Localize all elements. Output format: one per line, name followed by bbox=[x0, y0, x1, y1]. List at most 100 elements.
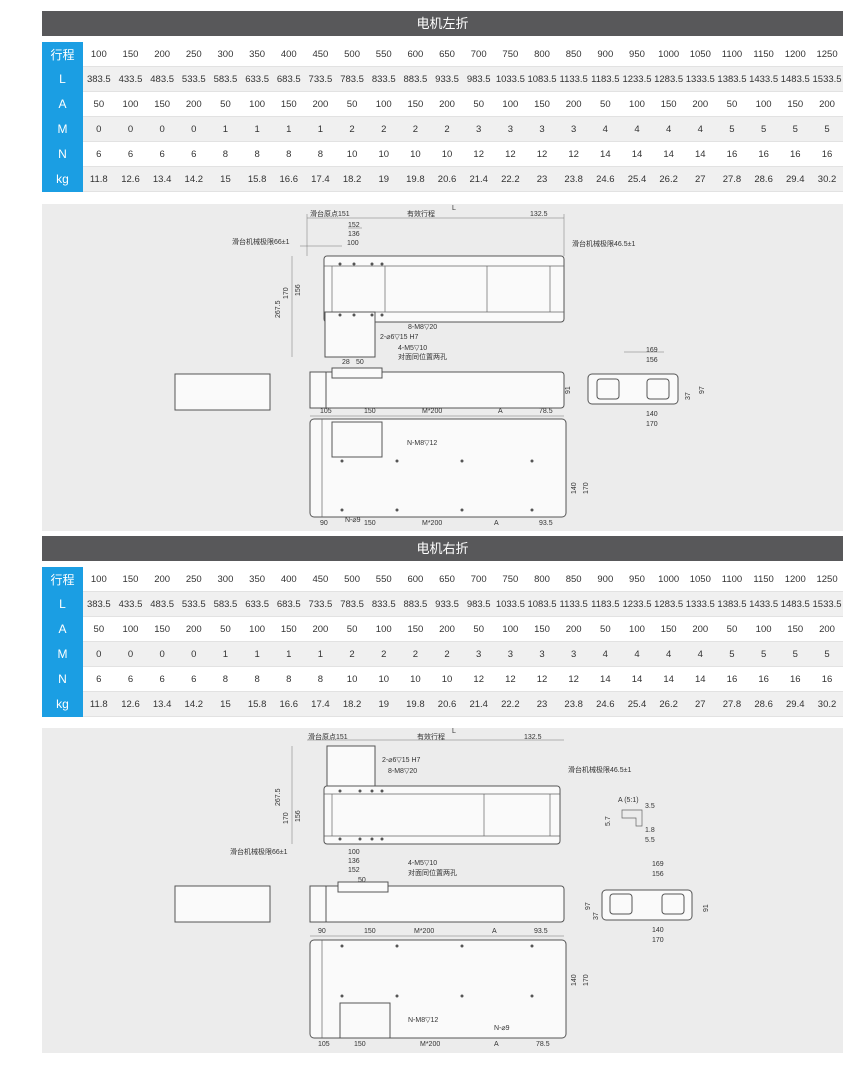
spec-cell: 12 bbox=[526, 666, 558, 692]
spec-cell: 50 bbox=[716, 616, 748, 642]
label-pin-hole-2: 2-⌀6▽15 H7 bbox=[382, 757, 421, 764]
row-header: L bbox=[42, 591, 83, 617]
spec-cell: 1533.5 bbox=[811, 591, 843, 617]
spec-cell: 1 bbox=[304, 116, 337, 142]
spec-cell: 28.6 bbox=[747, 691, 780, 717]
spec-cell: 24.6 bbox=[589, 691, 622, 717]
row-header: 行程 bbox=[42, 42, 83, 67]
spec-cell: 150 bbox=[526, 616, 558, 642]
motor-block-bottom-2 bbox=[339, 1002, 391, 1039]
spec-cell: 650 bbox=[431, 42, 463, 67]
dim-m200b: M*200 bbox=[422, 520, 442, 527]
spec-cell: 12 bbox=[494, 141, 527, 167]
spec-cell: 200 bbox=[177, 616, 210, 642]
spec-cell: 150 bbox=[779, 616, 812, 642]
spec-cell: 1 bbox=[272, 116, 305, 142]
spec-cell: 3 bbox=[494, 641, 527, 667]
spec-cell: 8 bbox=[272, 141, 305, 167]
spec-cell: 400 bbox=[272, 42, 305, 67]
spec-cell: 1333.5 bbox=[684, 66, 717, 92]
row-header: N bbox=[42, 141, 83, 167]
dim-150b-2: 150 bbox=[354, 1041, 366, 1048]
dim-A: A bbox=[498, 408, 503, 415]
label-n-9-2: N-⌀9 bbox=[494, 1025, 510, 1032]
spec-cell: 8 bbox=[209, 666, 242, 692]
spec-cell: 8 bbox=[241, 666, 273, 692]
dim-169-2: 169 bbox=[652, 861, 664, 868]
spec-cell: 10 bbox=[431, 141, 463, 167]
spec-cell: 8 bbox=[304, 141, 337, 167]
spec-cell: 21.4 bbox=[462, 166, 495, 192]
spec-cell: 100 bbox=[621, 616, 653, 642]
spec-cell: 583.5 bbox=[209, 66, 242, 92]
spec-cell: 3 bbox=[557, 641, 590, 667]
dim-150b: 150 bbox=[364, 520, 376, 527]
motor-block-bottom bbox=[331, 421, 383, 458]
spec-cell: 14 bbox=[652, 666, 685, 692]
spec-cell: 1483.5 bbox=[779, 591, 812, 617]
spec-cell: 100 bbox=[494, 616, 527, 642]
spec-cell: 1333.5 bbox=[684, 591, 717, 617]
spec-cell: 0 bbox=[177, 641, 210, 667]
spec-cell: 8 bbox=[241, 141, 273, 167]
actuator-body-top-2 bbox=[323, 785, 561, 845]
label-4-m5-2: 4-M5▽10 bbox=[408, 860, 437, 867]
spec-cell: 17.4 bbox=[304, 166, 337, 192]
slider-side bbox=[331, 367, 383, 379]
dim-136: 136 bbox=[348, 231, 360, 238]
spec-cell: 500 bbox=[336, 567, 368, 592]
spec-cell: 900 bbox=[589, 567, 622, 592]
spec-cell: 14 bbox=[589, 141, 622, 167]
spec-cell: 983.5 bbox=[462, 66, 495, 92]
spec-cell: 500 bbox=[336, 42, 368, 67]
spec-cell: 683.5 bbox=[272, 66, 305, 92]
spec-cell: 5 bbox=[779, 116, 812, 142]
spec-cell: 4 bbox=[684, 641, 717, 667]
spec-cell: 800 bbox=[526, 42, 558, 67]
spec-cell: 733.5 bbox=[304, 591, 337, 617]
dim-28: 28 bbox=[342, 359, 350, 366]
spec-cell: 50 bbox=[83, 91, 115, 117]
slider-side-2 bbox=[337, 881, 389, 893]
row-header: N bbox=[42, 666, 83, 692]
dim-A2-2: A bbox=[494, 1041, 499, 1048]
dim-91-2: 91 bbox=[703, 904, 710, 912]
spec-cell: 12 bbox=[557, 666, 590, 692]
spec-cell: 950 bbox=[621, 42, 653, 67]
row-header: 行程 bbox=[42, 567, 83, 592]
spec-cell: 483.5 bbox=[146, 591, 178, 617]
spec-cell: 23.8 bbox=[557, 691, 590, 717]
row-header: A bbox=[42, 91, 83, 117]
spec-cell: 16 bbox=[779, 666, 812, 692]
spec-cell: 100 bbox=[367, 91, 400, 117]
spec-cell: 1000 bbox=[652, 42, 685, 67]
spec-cell: 4 bbox=[652, 641, 685, 667]
spec-cell: 16 bbox=[747, 141, 780, 167]
spec-cell: 14 bbox=[684, 141, 717, 167]
spec-cell: 22.2 bbox=[494, 166, 527, 192]
spec-cell: 14 bbox=[621, 666, 653, 692]
dim-78-2: 78.5 bbox=[536, 1041, 550, 1048]
spec-cell: 50 bbox=[336, 91, 368, 117]
spec-cell: 883.5 bbox=[399, 66, 432, 92]
spec-cell: 10 bbox=[399, 141, 432, 167]
spec-cell: 18.2 bbox=[336, 691, 368, 717]
spec-cell: 6 bbox=[114, 666, 147, 692]
spec-cell: 14 bbox=[652, 141, 685, 167]
motor-block-top bbox=[324, 311, 376, 358]
spec-cell: 15 bbox=[209, 691, 242, 717]
dim-90: 90 bbox=[320, 520, 328, 527]
spec-cell: 1 bbox=[272, 641, 305, 667]
spec-cell: 19.8 bbox=[399, 691, 432, 717]
dim-93: 93.5 bbox=[539, 520, 553, 527]
drawing-left-motor: 滑台原点151 有效行程 L 132.5 152 136 100 滑台机械极限6… bbox=[42, 204, 843, 531]
spec-cell: 533.5 bbox=[177, 591, 210, 617]
spec-cell: 11.8 bbox=[83, 166, 115, 192]
label-n-9: N-⌀9 bbox=[345, 517, 361, 524]
spec-cell: 100 bbox=[114, 91, 147, 117]
end-cap-side-2 bbox=[309, 885, 327, 923]
